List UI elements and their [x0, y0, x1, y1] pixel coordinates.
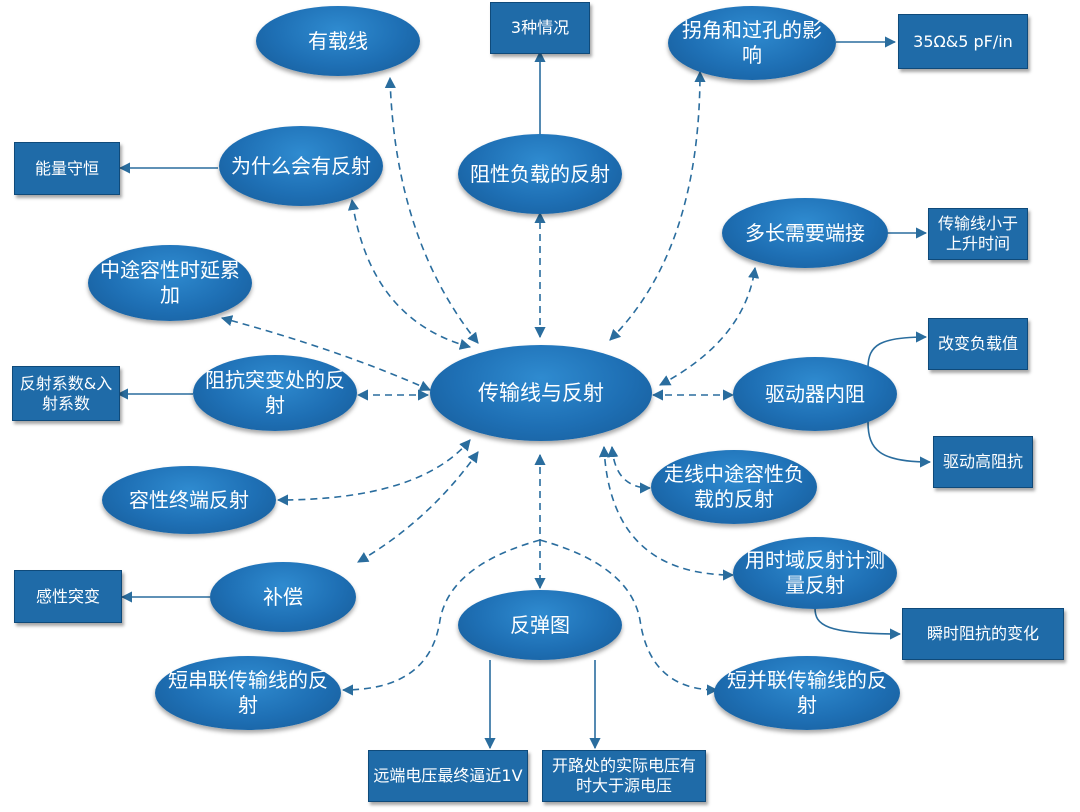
line-rise-time-box[interactable]: 传输线小于上升时间: [928, 208, 1028, 260]
link-short-series: [341, 539, 541, 696]
three-cases-box[interactable]: 3种情况: [490, 2, 590, 54]
link-short-stub: [539, 539, 719, 696]
link-capacitive-termination: [276, 439, 471, 506]
termination-length-node[interactable]: 多长需要端接: [722, 198, 888, 268]
link-instant-impedance: [814, 607, 902, 640]
short-series-node[interactable]: 短串联传输线的反射: [155, 656, 341, 730]
short-stub-node[interactable]: 短并联传输线的反射: [714, 656, 900, 730]
link-tdr: [598, 445, 735, 581]
reflection-coefficients-box[interactable]: 反射系数&入射系数: [12, 366, 120, 421]
compensation-node[interactable]: 补偿: [210, 562, 356, 632]
change-load-box[interactable]: 改变负载值: [928, 318, 1028, 370]
energy-conservation-box[interactable]: 能量守恒: [14, 142, 120, 195]
driver-impedance-node[interactable]: 驱动器内阻: [733, 357, 897, 431]
open-voltage-box[interactable]: 开路处的实际电压有时大于源电压: [542, 750, 706, 802]
mid-cap-load-node[interactable]: 走线中途容性负载的反射: [651, 450, 817, 524]
link-termination-length: [659, 266, 760, 386]
link-mid-cap-delay: [220, 315, 432, 392]
link-high-impedance: [867, 421, 932, 468]
link-corners-vias: [609, 70, 706, 341]
why-reflection-node[interactable]: 为什么会有反射: [219, 126, 383, 206]
far-end-voltage-box[interactable]: 远端电压最终逼近1V: [368, 750, 528, 802]
loaded-line-node[interactable]: 有载线: [256, 6, 420, 76]
inductive-discontinuity-box[interactable]: 感性突变: [14, 570, 122, 623]
corners-vias-node[interactable]: 拐角和过孔的影响: [668, 6, 836, 80]
resistive-load-node[interactable]: 阻性负载的反射: [458, 134, 622, 214]
mid-cap-delay-node[interactable]: 中途容性时延累加: [88, 245, 252, 321]
tdr-node[interactable]: 用时域反射计测量反射: [733, 537, 897, 609]
via-value-box[interactable]: 35Ω&5 pF/in: [898, 14, 1028, 69]
link-mid-cap-load: [607, 445, 652, 494]
instant-impedance-box[interactable]: 瞬时阻抗的变化: [902, 608, 1064, 660]
link-change-load: [867, 331, 928, 369]
link-why-reflection: [347, 198, 472, 350]
impedance-discontinuity-node[interactable]: 阻抗突变处的反射: [193, 355, 357, 431]
center-node[interactable]: 传输线与反射: [430, 345, 652, 441]
link-compensation: [357, 451, 479, 563]
high-impedance-driver-box[interactable]: 驱动高阻抗: [933, 436, 1033, 488]
bounce-diagram-node[interactable]: 反弹图: [458, 590, 622, 660]
capacitive-termination-node[interactable]: 容性终端反射: [102, 466, 276, 534]
link-loaded-line: [384, 76, 479, 344]
